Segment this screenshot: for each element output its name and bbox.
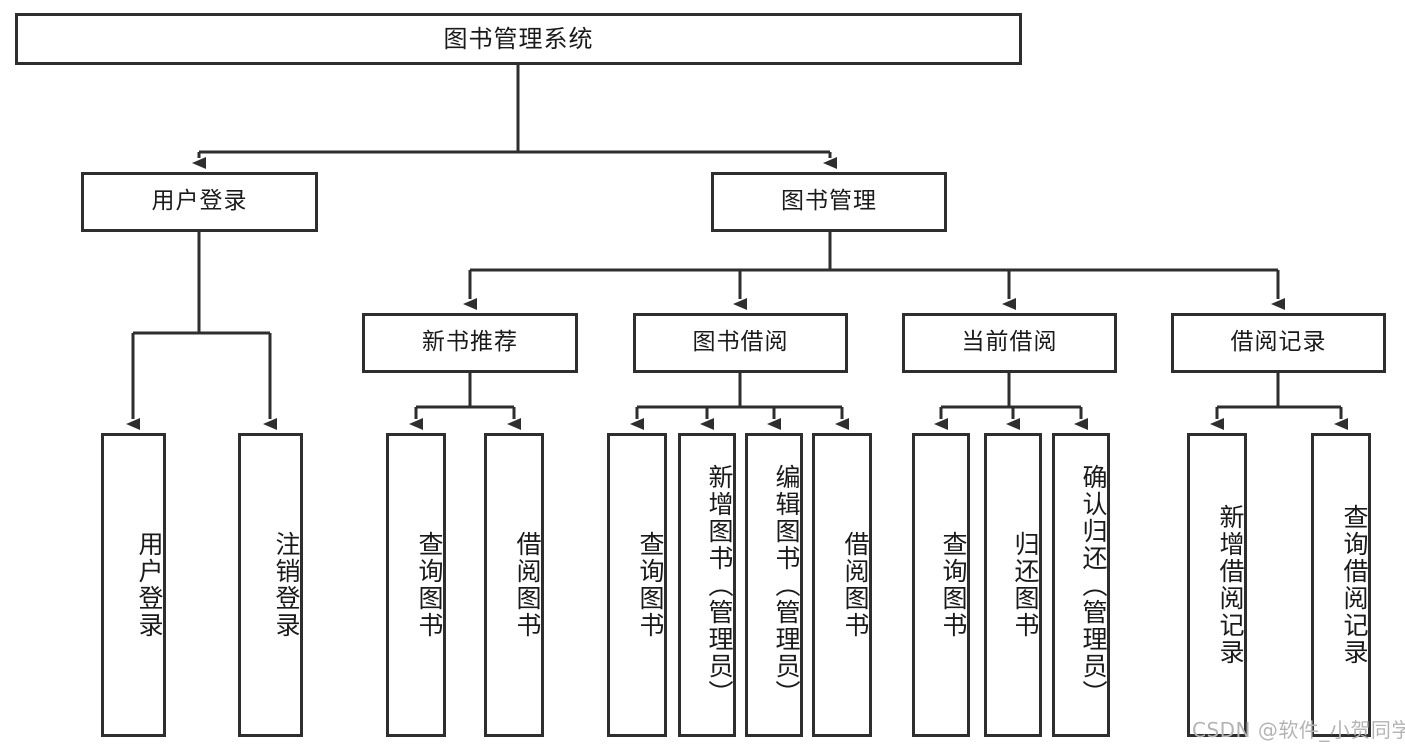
leaf-node-label: 查询图书 (636, 531, 665, 639)
leaf-node[interactable]: 查询图书 (912, 433, 970, 737)
node-current-borrow[interactable]: 当前借阅 (902, 313, 1117, 373)
csdn-watermark: CSDN @软件_小贺同学 (1192, 718, 1405, 742)
node-root[interactable]: 图书管理系统 (15, 13, 1022, 65)
leaf-node-label: 注销登录 (272, 531, 301, 639)
leaf-node[interactable]: 借阅图书 (812, 433, 872, 737)
leaf-node-label: 查询图书 (415, 531, 444, 639)
node-new-book-recommend-label: 新书推荐 (422, 329, 518, 356)
leaf-node-label: 编辑图书（管理员） (772, 463, 801, 707)
leaf-node[interactable]: 归还图书 (984, 433, 1042, 737)
leaf-node[interactable]: 新增图书（管理员） (678, 433, 736, 737)
node-user-login-label: 用户登录 (151, 188, 248, 215)
node-borrow-record[interactable]: 借阅记录 (1171, 313, 1386, 373)
leaf-node-label: 查询借阅记录 (1340, 504, 1369, 666)
leaf-node[interactable]: 借阅图书 (484, 433, 544, 737)
leaf-node[interactable]: 注销登录 (238, 433, 303, 737)
leaf-node-label: 新增图书（管理员） (705, 463, 734, 707)
node-book-management-label: 图书管理 (781, 188, 877, 215)
leaf-node[interactable]: 查询借阅记录 (1311, 433, 1371, 737)
node-current-borrow-label: 当前借阅 (961, 329, 1058, 356)
leaf-node[interactable]: 编辑图书（管理员） (745, 433, 803, 737)
node-borrow-record-label: 借阅记录 (1230, 329, 1327, 356)
leaf-node[interactable]: 查询图书 (386, 433, 446, 737)
leaf-node-label: 查询图书 (939, 531, 968, 639)
node-book-management[interactable]: 图书管理 (711, 172, 947, 232)
leaf-node-label: 新增借阅记录 (1216, 504, 1245, 666)
node-root-label: 图书管理系统 (443, 24, 594, 53)
leaf-node-label: 用户登录 (135, 531, 164, 639)
leaf-node-label: 归还图书 (1011, 531, 1040, 639)
node-book-borrow[interactable]: 图书借阅 (633, 313, 848, 373)
leaf-node[interactable]: 确认归还（管理员） (1052, 433, 1110, 737)
node-new-book-recommend[interactable]: 新书推荐 (362, 313, 578, 373)
leaf-node[interactable]: 用户登录 (101, 433, 166, 737)
leaf-node-label: 借阅图书 (513, 531, 542, 639)
leaf-node-label: 确认归还（管理员） (1079, 463, 1108, 707)
node-user-login[interactable]: 用户登录 (81, 172, 318, 232)
node-book-borrow-label: 图书借阅 (692, 329, 789, 356)
leaf-node[interactable]: 新增借阅记录 (1187, 433, 1247, 737)
leaf-node-label: 借阅图书 (841, 531, 870, 639)
leaf-node[interactable]: 查询图书 (607, 433, 667, 737)
